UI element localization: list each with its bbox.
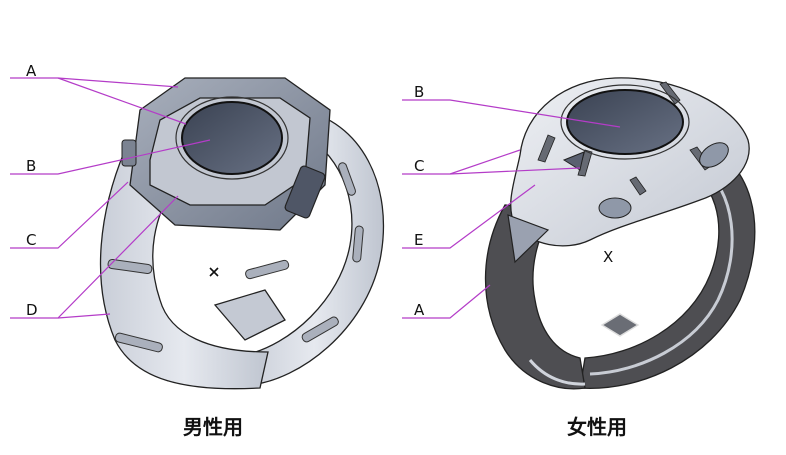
female-label-c: C <box>414 157 424 175</box>
female-leader-lines <box>402 99 621 319</box>
female-screen <box>566 89 684 155</box>
male-side-button-right <box>284 165 326 219</box>
female-label-b: B <box>414 83 424 101</box>
male-caption: 男性用 <box>183 415 243 439</box>
male-band-front <box>99 149 269 390</box>
female-triangle-button <box>562 151 585 171</box>
male-labels: A B C D <box>26 62 38 319</box>
male-label-d: D <box>26 301 38 319</box>
female-caption: 女性用 <box>567 415 627 439</box>
male-label-b: B <box>26 157 36 175</box>
male-band-links <box>107 162 364 353</box>
male-clasp <box>213 289 286 341</box>
female-band-front <box>484 204 586 390</box>
female-side-button-right <box>699 142 729 168</box>
female-watch-illustration <box>484 77 756 390</box>
male-side-button-left <box>121 139 137 167</box>
male-center-mark <box>209 267 219 277</box>
female-band-diamond <box>600 313 640 337</box>
female-band-triangle <box>507 214 550 264</box>
female-screen-rim <box>560 84 690 160</box>
female-labels: B C E A X <box>414 83 613 319</box>
female-band-back-edge <box>589 163 734 376</box>
female-mark-x: X <box>603 248 613 266</box>
female-label-a: A <box>414 301 425 319</box>
male-screen-rim <box>175 96 289 180</box>
male-label-c: C <box>26 231 36 249</box>
male-screen <box>181 101 283 175</box>
female-label-e: E <box>414 231 423 249</box>
female-side-button-bottom <box>598 197 632 219</box>
male-leader-lines <box>10 77 211 319</box>
male-label-a: A <box>26 62 37 80</box>
female-band-gap <box>528 359 586 386</box>
male-watch-illustration <box>99 77 385 390</box>
